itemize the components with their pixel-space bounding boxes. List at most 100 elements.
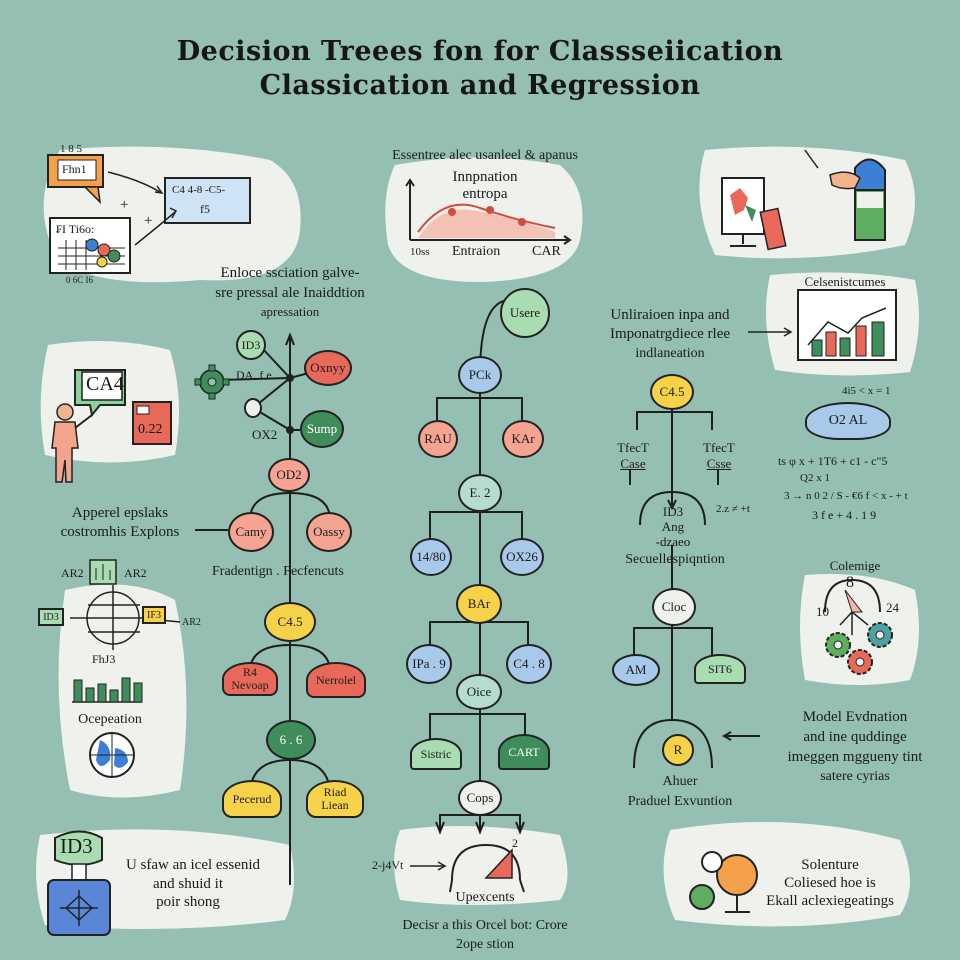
node-nerrolel: Nerrolel <box>306 662 366 698</box>
label-fradentign: Fradentign . Fecfencuts <box>212 564 344 579</box>
bottom-left-line-3: poir shong <box>156 894 220 910</box>
left-small-nodes <box>194 364 294 434</box>
node-c45-left: C4.5 <box>264 602 316 642</box>
label-upexcents: Upexcents <box>455 890 515 905</box>
node-oassy: Oassy <box>306 512 352 552</box>
treet-1-line-1: TfecT <box>617 440 649 455</box>
box-id3-left: ID3 <box>38 608 64 626</box>
presenter-figure <box>51 369 172 483</box>
dot-yellow <box>96 256 108 268</box>
appel-line-2: costromhis Explons <box>60 524 180 540</box>
center-gauge <box>410 843 525 893</box>
board-line-1: C4 4-8 -C5- <box>172 184 226 196</box>
card-pointer <box>83 186 102 205</box>
node-sistric: Sistric <box>410 738 462 770</box>
solution-icon <box>689 851 758 913</box>
label-ahuer: Ahuer <box>662 774 698 789</box>
box-if3-right: IF3 <box>142 606 166 624</box>
node-bar: BAr <box>456 584 502 624</box>
label-id3-bottom: ID3 <box>60 834 93 858</box>
right-heading-2: Imponatrgdiece rlee <box>609 326 731 342</box>
line-curve <box>417 203 556 233</box>
id3-line-2: Ang <box>661 519 685 534</box>
node-rau: RAU <box>418 420 458 458</box>
model-eval-line-3: imeggen mggueny tint <box>787 749 923 765</box>
node-riad-line2: Liean <box>321 798 349 812</box>
node-r: R <box>662 734 694 766</box>
node-id3: ID3 <box>236 330 266 360</box>
model-eval-line-1: Model Evdnation <box>802 709 908 725</box>
gear-icon <box>194 364 230 400</box>
ar2-left: AR2 <box>61 566 84 580</box>
right-heading-3: indlaneation <box>635 346 705 361</box>
right-tree-edges <box>629 410 760 769</box>
node-nevoap-label: Nevoap <box>231 678 269 692</box>
node-r4: R4 Nevoap <box>222 662 278 696</box>
left-mini-chart <box>89 559 117 585</box>
node-usere: Usere <box>500 288 550 338</box>
node-cart: CART <box>498 734 550 770</box>
gauge-10: 10 <box>816 604 829 619</box>
red-box-value: 0.22 <box>138 422 163 437</box>
axis-mid-label: Entraion <box>452 244 501 259</box>
arrow-label-2j4vt: 2-j4Vt <box>372 858 404 872</box>
node-pck: PCk <box>458 356 502 394</box>
label-ca4: CA4 <box>86 373 124 395</box>
ar2-right: AR2 <box>124 566 147 580</box>
formula-3: 3 → n 0 2 / S - €6 f < x - + t <box>784 490 908 502</box>
bottom-left-line-1: U sfaw an icel essenid <box>125 857 261 873</box>
node-od2: OD2 <box>268 458 310 492</box>
gauge-24: 24 <box>886 600 899 615</box>
node-14-80: 14/80 <box>410 538 452 576</box>
node-c45-right: C4.5 <box>650 374 694 410</box>
blob-bottom-right <box>663 822 910 927</box>
node-ox26: OX26 <box>500 538 544 576</box>
treet-2-line-2: Csse <box>706 456 732 471</box>
node-e2: E. 2 <box>458 474 502 512</box>
label-da: DA. f e <box>236 368 272 382</box>
label-ox2: OX2 <box>252 427 278 442</box>
id3-line-3: -dzaeo <box>655 534 691 549</box>
node-am: AM <box>612 654 660 686</box>
grid-card-label: ₣I Ti6o: <box>56 222 95 236</box>
node-kar: KAr <box>502 420 544 458</box>
top-right-illustration <box>721 149 886 251</box>
right-bar-chart <box>748 289 897 361</box>
blob-right-gears <box>800 574 919 685</box>
id3-line-1: ID3 <box>662 504 684 519</box>
label-colemige: Colemige <box>829 558 881 573</box>
center-bottom-line-1: Decisr a this Orcel bot: Crore <box>402 918 568 933</box>
left-bar-chart <box>72 677 143 703</box>
node-cops: Cops <box>458 780 502 816</box>
node-oxnyy: Oxnyy <box>304 350 352 386</box>
node-cloc: Cloc <box>652 588 696 626</box>
board-line-2: f5 <box>200 202 210 216</box>
formula-4: 3 f e + 4 . 1 9 <box>812 508 877 522</box>
solenture-line-2: Coliesed hoe is <box>784 875 876 891</box>
pencil-top <box>854 158 886 191</box>
model-eval-line-2: and ine quddinge <box>803 729 907 745</box>
node-riad: Riad Liean <box>306 780 364 818</box>
hollow-node <box>244 398 262 418</box>
node-sump: Sump <box>300 410 344 448</box>
area-curve <box>418 209 555 238</box>
left-tree-caption-2: sre pressal ale Inaiddtion <box>215 285 365 301</box>
right-chart-title: Celsenistcumes <box>804 274 886 289</box>
treet-1-line-2: Case <box>620 456 646 471</box>
grid-card-bottom: 0 6C I6 <box>66 275 93 285</box>
right-small-label: 4i5 < x = 1 <box>842 385 891 397</box>
arrow-2 <box>134 211 176 246</box>
dot-blue <box>85 238 99 252</box>
axis-right-label: CAR <box>532 244 561 259</box>
arrow-1 <box>107 171 161 193</box>
formula-1: ts φ x + 1T6 + c1 - c"5 <box>778 454 888 468</box>
top-left-illustration <box>47 154 251 274</box>
whiteboard <box>164 177 251 224</box>
center-bottom-line-2: 2ope stion <box>456 937 514 952</box>
bottom-left-line-2: and shuid it <box>153 876 223 892</box>
node-6-6: 6 . 6 <box>266 720 316 760</box>
label-fhj3: FhJ3 <box>92 652 116 666</box>
ar2-side: AR2 <box>182 617 201 628</box>
node-riad-line1: Riad <box>323 785 347 799</box>
